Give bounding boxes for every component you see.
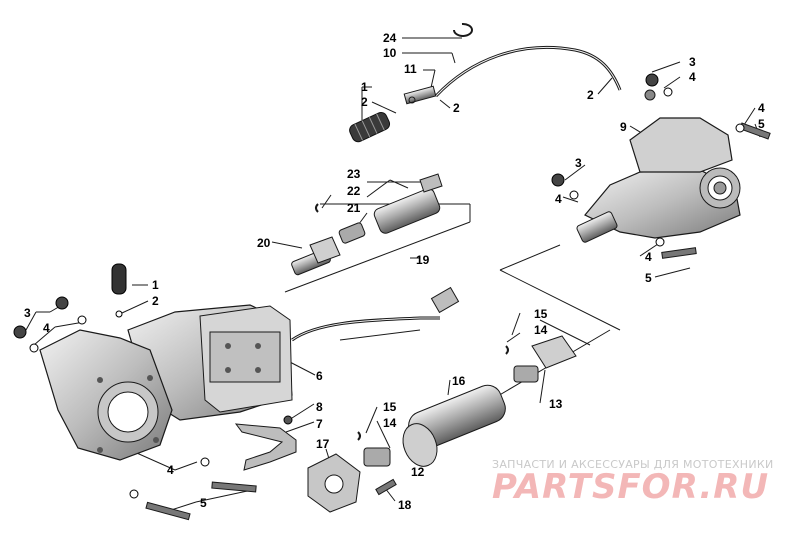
callout-2: 2 [152,294,159,308]
callout-5: 5 [645,271,652,285]
callout-10: 10 [383,46,397,60]
watermark-brand: PARTSFOR.RU [492,467,770,507]
callout-2: 2 [587,88,594,102]
callout-5: 5 [200,496,207,510]
callout-5: 5 [758,117,765,131]
callout-4: 4 [555,192,562,206]
callout-24: 24 [383,31,397,45]
callout-labels: 1 2 11 24 10 2 2 3 4 9 4 5 23 22 21 20 1… [24,31,765,512]
transmission-housing [111,263,460,421]
callout-13: 13 [549,397,563,411]
callout-3: 3 [24,306,31,320]
upper-drive-shaft [291,173,443,276]
callout-23: 23 [347,167,361,181]
callout-3: 3 [575,156,582,170]
callout-22: 22 [347,184,361,198]
callout-12: 12 [411,465,425,479]
callout-21: 21 [347,201,361,215]
callout-4: 4 [645,250,652,264]
callout-6: 6 [316,369,323,383]
callout-14: 14 [534,323,548,337]
callout-18: 18 [398,498,412,512]
callout-14: 14 [383,416,397,430]
cable-bracket [234,415,297,471]
callout-15: 15 [383,400,397,414]
callout-4: 4 [758,101,765,115]
callout-19: 19 [416,253,430,267]
callout-3: 3 [689,55,696,69]
callout-4: 4 [689,70,696,84]
shift-boot [349,111,391,143]
callout-17: 17 [316,437,330,451]
rear-differential [551,73,771,259]
shift-cable-assembly [403,22,622,105]
callout-1: 1 [361,80,368,94]
callout-9: 9 [620,120,627,134]
lower-drive-shaft [307,335,577,513]
callout-15: 15 [534,307,548,321]
callout-20: 20 [257,236,271,250]
callout-16: 16 [452,374,466,388]
callout-11: 11 [404,62,417,76]
callout-4: 4 [43,321,50,335]
callout-2: 2 [361,95,368,109]
callout-7: 7 [316,417,323,431]
callout-1: 1 [152,278,159,292]
callout-4: 4 [167,463,174,477]
watermark-caption: ЗАПЧАСТИ И АКСЕССУАРЫ ДЛЯ МОТОТЕХНИКИ [492,458,774,471]
callout-2: 2 [453,101,460,115]
front-gearcase [13,296,257,521]
callout-8: 8 [316,400,323,414]
